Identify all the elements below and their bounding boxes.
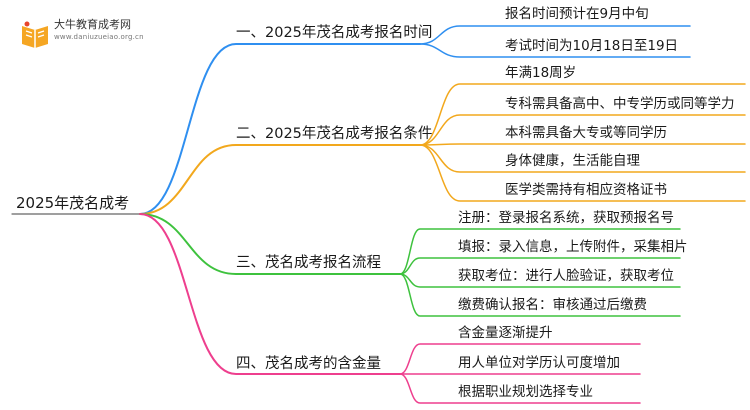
root-topic: 2025年茂名成考 (16, 194, 130, 212)
leaf-3-2-connector (399, 257, 681, 275)
branch-1-connector (139, 43, 421, 215)
leaf-2-1: 年满18周岁 (505, 65, 577, 81)
leaf-2-3-connector (419, 143, 746, 146)
leaf-2-5-connector (419, 144, 746, 202)
leaf-3-1: 注册：登录报名系统，获取预报名号 (458, 210, 674, 226)
leaf-4-3-connector (399, 373, 641, 404)
leaf-1-1: 报名时间预计在9月中旬 (505, 6, 649, 22)
leaf-3-3: 获取考位：进行人脸验证，获取考位 (458, 268, 674, 284)
leaf-1-2-connector (419, 43, 691, 58)
branch-1-label: 一、2025年茂名成考报名时间 (236, 25, 433, 41)
leaf-1-2: 考试时间为10月18日至19日 (505, 38, 679, 54)
leaf-2-1-connector (419, 83, 746, 146)
branch-3-label: 三、茂名成考报名流程 (236, 255, 381, 271)
branch-2-connector (139, 144, 421, 215)
leaf-3-4: 缴费确认报名：审核通过后缴费 (458, 297, 647, 313)
leaf-4-1: 含金量逐渐提升 (458, 325, 553, 341)
leaf-3-1-connector (399, 228, 681, 275)
leaf-2-3: 本科需具备大专或等同学历 (505, 125, 667, 141)
branch-4-connector (139, 213, 401, 375)
leaf-2-5: 医学类需持有相应资格证书 (505, 182, 667, 198)
logo-url: www.daniuzueiao.org.cn (54, 33, 144, 41)
leaf-3-2: 填报：录入信息，上传附件，采集相片 (458, 239, 688, 255)
leaf-1-1-connector (419, 25, 691, 45)
leaf-2-4: 身体健康，生活能自理 (505, 153, 640, 169)
leaf-4-1-connector (399, 343, 641, 375)
book-logo-icon (22, 21, 48, 48)
branch-3-connector (139, 213, 401, 275)
site-logo: 大牛教育成考网 www.daniuzueiao.org.cn (10, 10, 160, 50)
branch-2-label: 二、2025年茂名成考报名条件 (236, 126, 433, 142)
leaf-4-3: 根据职业规划选择专业 (458, 384, 593, 400)
leaf-4-2: 用人单位对学历认可度增加 (458, 355, 620, 371)
branch-4-label: 四、茂名成考的含金量 (236, 356, 381, 372)
leaf-3-4-connector (399, 273, 681, 317)
leaf-2-4-connector (419, 144, 746, 173)
leaf-2-2-connector (419, 114, 746, 146)
leaf-2-2: 专科需具备高中、中专学历或同等学力 (505, 96, 735, 112)
logo-title: 大牛教育成考网 (54, 18, 131, 31)
